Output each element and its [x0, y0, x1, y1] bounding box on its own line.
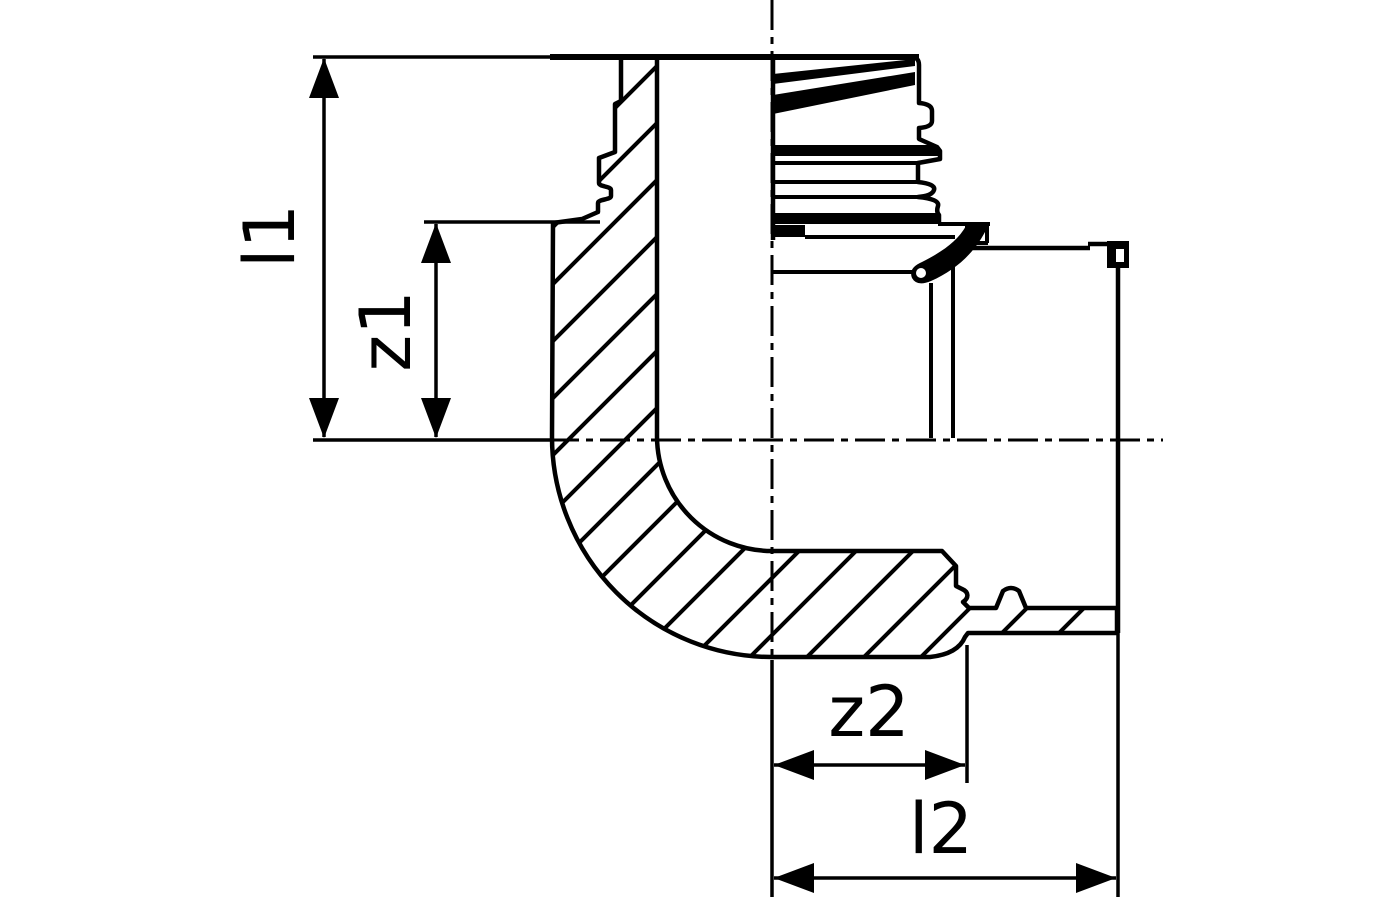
collar-ring-band — [772, 145, 938, 156]
arrowhead-z1-top — [421, 223, 451, 263]
elbow-section-outline — [549, 54, 1120, 660]
section-hatching — [552, 57, 1117, 657]
pull-tab-hook — [911, 226, 988, 284]
arrowhead-l2-right — [1076, 863, 1116, 893]
mouth-lip-slot — [1116, 249, 1124, 262]
nut-right-profile — [773, 54, 943, 224]
right-outlet — [953, 241, 1129, 633]
flange-shoulder-block — [773, 225, 805, 237]
arrowhead-l2-left — [774, 863, 814, 893]
arrowhead-l1-top — [309, 58, 339, 98]
pull-tab-curl-gap — [916, 268, 926, 278]
arrowhead-z2-left — [774, 750, 814, 780]
thread-crest-band — [773, 72, 915, 114]
centerlines — [549, 0, 1163, 658]
arrowhead-l1-bottom — [309, 398, 339, 438]
dim-label-z2: z2 — [828, 671, 909, 753]
union-nut-external — [770, 54, 990, 438]
dim-label-l2: l2 — [909, 788, 973, 870]
nut-flange-band — [772, 213, 938, 224]
dim-label-l1: l1 — [229, 204, 311, 268]
dimensions: l1 z1 z2 l2 — [229, 55, 1120, 897]
arrowhead-z1-bottom — [421, 398, 451, 438]
dim-label-z1: z1 — [345, 290, 427, 371]
arrowhead-z2-right — [925, 750, 965, 780]
thread-crest-band — [773, 59, 915, 84]
